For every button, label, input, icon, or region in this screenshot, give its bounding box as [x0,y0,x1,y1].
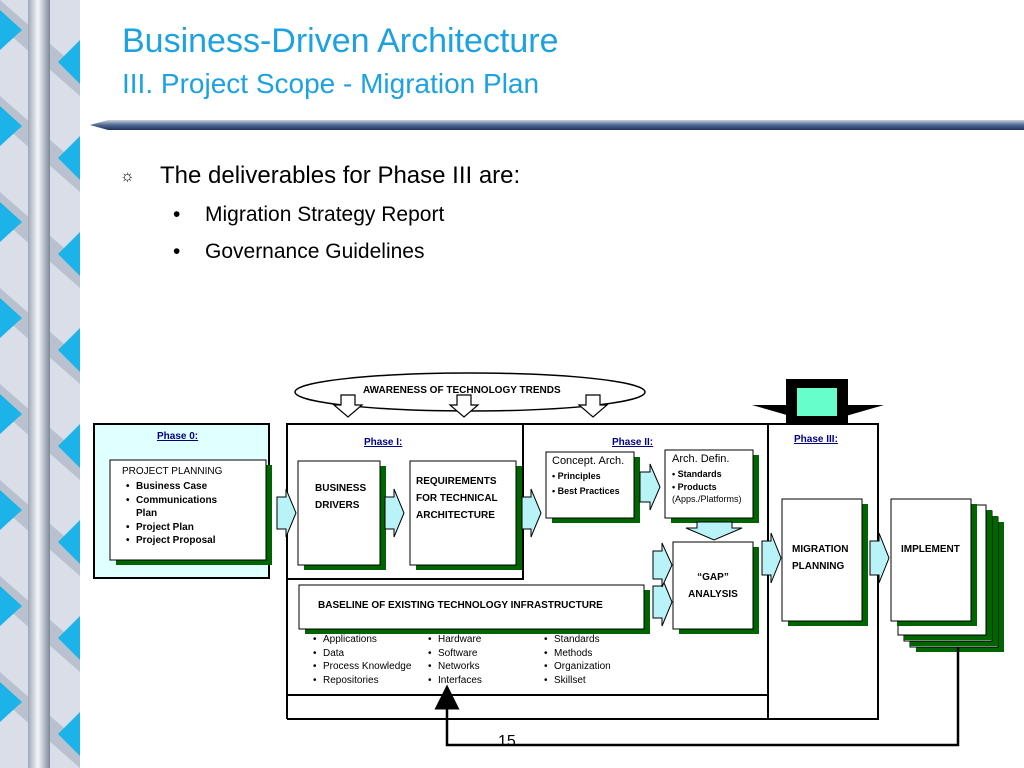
migration-planning-box [781,498,863,622]
gap-analysis-line2: ANALYSIS [688,589,738,600]
right-arrow [639,463,661,511]
gap-analysis-line1: “GAP” [697,572,729,583]
arch-products-note: (Apps./Platforms) [672,494,742,504]
list-item: Applications [311,633,411,647]
business-drivers-line2: DRIVERS [315,500,360,511]
slide-subtitle: III. Project Scope - Migration Plan [122,68,540,99]
deliverables-intro: The deliverables for Phase III are: [160,162,521,189]
slide-title: Business-Driven Architecture [122,22,559,60]
requirements-line3: ARCHITECTURE [416,510,495,521]
migration-planning-line1: MIGRATION [792,544,849,555]
baseline-box [298,584,645,630]
concept-arch-title: Concept. Arch. [552,455,625,467]
right-arrow [869,532,890,584]
down-arrow [332,394,364,418]
feedback-loop-arrow [434,647,960,747]
list-item: Business Case [124,480,217,494]
implement-box [890,498,972,622]
bullet-icon: • [173,240,181,263]
right-arrow [761,532,782,584]
implement-label: IMPLEMENT [901,544,960,555]
concept-arch-box [545,451,635,519]
baseline-title: BASELINE OF EXISTING TECHNOLOGY INFRASTR… [318,600,603,611]
concept-best-practices: • Best Practices [552,486,620,496]
list-item: Software [426,647,482,661]
requirements-line2: FOR TECHNICAL [416,493,498,504]
sun-bullet-icon: ☼ [120,168,135,185]
business-drivers-line1: BUSINESS [315,483,367,494]
deliverable-2: Governance Guidelines [205,240,425,263]
down-arrow [685,521,743,541]
phase1-label: Phase I: [364,437,403,448]
requirements-line1: REQUIREMENTS [416,476,497,487]
baseline-list-1: Applications Data Process Knowledge Repo… [311,633,411,687]
arch-products: • Products [672,482,717,492]
list-item: Organization [542,660,611,674]
arch-defin-box [664,449,754,519]
phase3-marker-fill [797,388,837,416]
requirements-box [409,460,517,566]
phase2-label: Phase II: [612,437,654,448]
decorative-left-band [0,0,80,768]
list-item: Project Proposal [124,534,217,548]
project-planning-list: Business Case Communications Plan Projec… [124,480,217,548]
right-arrow [521,488,542,538]
list-item: Skillset [542,674,611,688]
migration-planning-line2: PLANNING [792,561,845,572]
baseline-list-3: Standards Methods Organization Skillset [542,633,611,687]
list-item: Hardware [426,633,482,647]
page-number: 15 [498,733,516,750]
down-arrow [577,394,609,418]
list-item: Process Knowledge [311,660,411,674]
right-arrow [384,488,405,538]
list-item: Methods [542,647,611,661]
arch-defin-title: Arch. Defin. [672,453,730,465]
title-underline [90,120,1024,130]
baseline-list-2: Hardware Software Networks Interfaces [426,633,482,687]
list-item: Interfaces [426,674,482,688]
list-item: Standards [542,633,611,647]
list-item: Data [311,647,411,661]
trends-label: AWARENESS OF TECHNOLOGY TRENDS [363,385,561,396]
project-planning-heading: PROJECT PLANNING [122,466,223,477]
list-item: Networks [426,660,482,674]
list-item: Repositories [311,674,411,688]
list-item: Project Plan [124,521,217,535]
arch-standards: • Standards [672,469,722,479]
bullet-icon: • [173,203,181,226]
list-item: Communications [124,494,217,508]
business-drivers-box [297,460,381,566]
gap-analysis-box [672,541,754,630]
concept-principles: • Principles [552,471,601,481]
list-item-continuation: Plan [136,508,158,520]
deliverable-1: Migration Strategy Report [205,203,445,226]
right-arrow [652,542,673,588]
down-arrow [448,394,480,418]
phase0-label: Phase 0: [157,431,199,442]
right-arrow [276,488,297,538]
phase3-label: Phase III: [794,434,838,445]
